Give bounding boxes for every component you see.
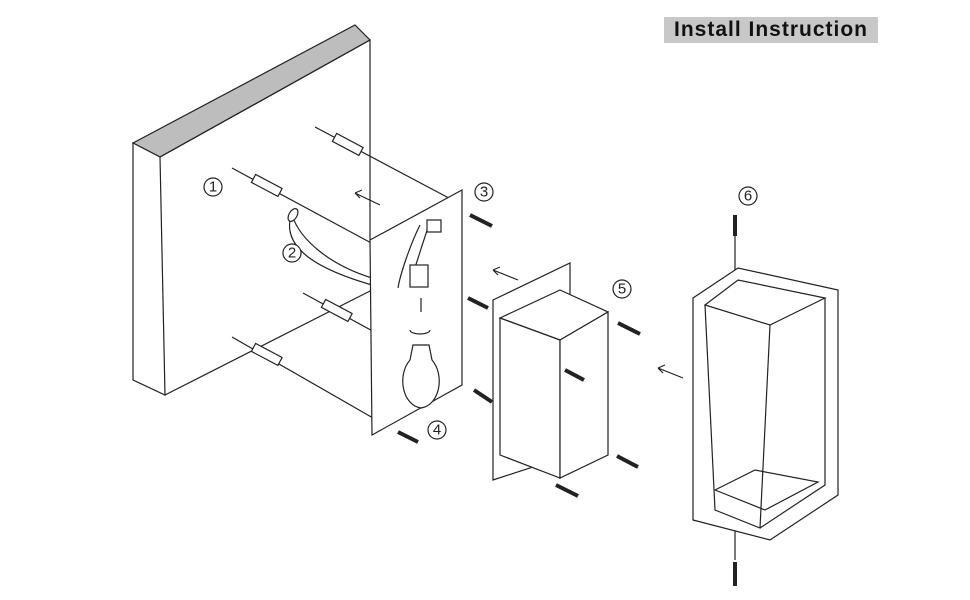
svg-text:3: 3 [480, 184, 488, 201]
direction-arrows [354, 189, 684, 379]
step-6-label: 6 [738, 186, 758, 206]
wires [288, 214, 373, 286]
lantern [692, 267, 839, 541]
diagram-title: Install Instruction [664, 17, 878, 43]
junction-box [492, 262, 610, 481]
step-1-label: 1 [203, 177, 223, 197]
svg-text:2: 2 [288, 245, 296, 262]
wire-hole [287, 208, 299, 222]
step-2-label: 2 [282, 243, 302, 263]
wall-anchors [250, 132, 364, 367]
step-3-label: 3 [474, 182, 494, 202]
step-4-label: 4 [427, 420, 447, 440]
step-5-label: 5 [612, 279, 632, 299]
mounting-plate [369, 188, 463, 437]
screws [397, 213, 737, 586]
svg-text:6: 6 [744, 188, 752, 205]
svg-text:4: 4 [433, 422, 441, 439]
svg-text:5: 5 [618, 281, 626, 298]
svg-text:1: 1 [209, 179, 217, 196]
wall [131, 24, 373, 396]
